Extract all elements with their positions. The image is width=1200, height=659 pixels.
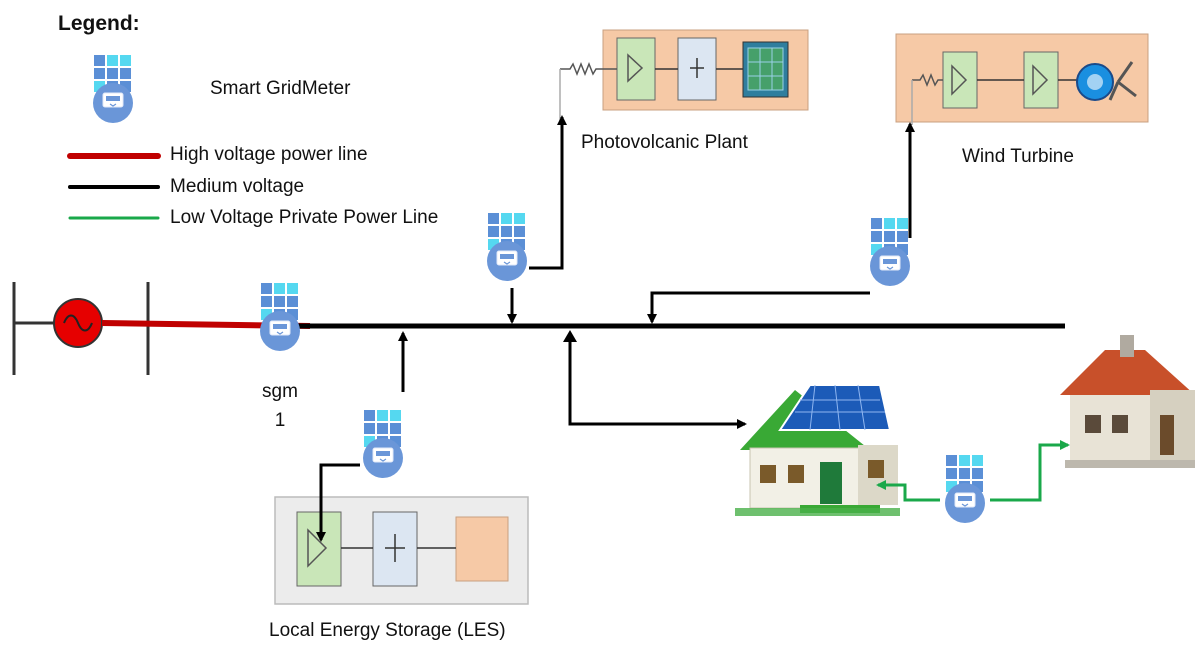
- generator-symbol: [12, 282, 150, 375]
- wind-meter-icon: [869, 217, 911, 287]
- les-panel: [274, 496, 529, 605]
- legend: [67, 54, 161, 220]
- les-feed-line: [316, 463, 360, 542]
- sgm1-label-line2: 1: [274, 410, 286, 431]
- pv-plant-panel: [559, 29, 809, 125]
- legend-low-voltage-label: Low Voltage Private Power Line: [170, 207, 439, 228]
- legend-meter-icon: [92, 54, 134, 124]
- sgm1-meter-icon: [259, 282, 301, 352]
- pv-meter-icon: [486, 212, 528, 282]
- neighbor-house-icon: [1050, 335, 1200, 475]
- legend-meter-label: Smart GridMeter: [210, 78, 351, 99]
- legend-title: Legend:: [58, 12, 140, 35]
- les-meter-icon: [362, 409, 404, 479]
- bus-up-arrowhead: [563, 330, 577, 342]
- wind-turbine-label: Wind Turbine: [962, 146, 1074, 167]
- wind-turbine-panel: [895, 33, 1149, 125]
- pv-feed-line: [529, 115, 567, 270]
- les-label: Local Energy Storage (LES): [269, 620, 506, 641]
- pv-plant-label: Photovolcanic Plant: [581, 132, 748, 153]
- solar-house-icon: [734, 384, 901, 517]
- private-meter-icon: [944, 454, 986, 524]
- bus-to-house-line: [568, 333, 747, 429]
- legend-high-voltage-label: High voltage power line: [170, 144, 368, 165]
- sgm1-label-line1: sgm: [262, 381, 298, 402]
- low-voltage-line-left: [876, 480, 940, 502]
- wind-to-bus-arrow: [647, 291, 870, 324]
- low-voltage-line-right: [990, 440, 1070, 502]
- legend-medium-voltage-label: Medium voltage: [170, 176, 305, 197]
